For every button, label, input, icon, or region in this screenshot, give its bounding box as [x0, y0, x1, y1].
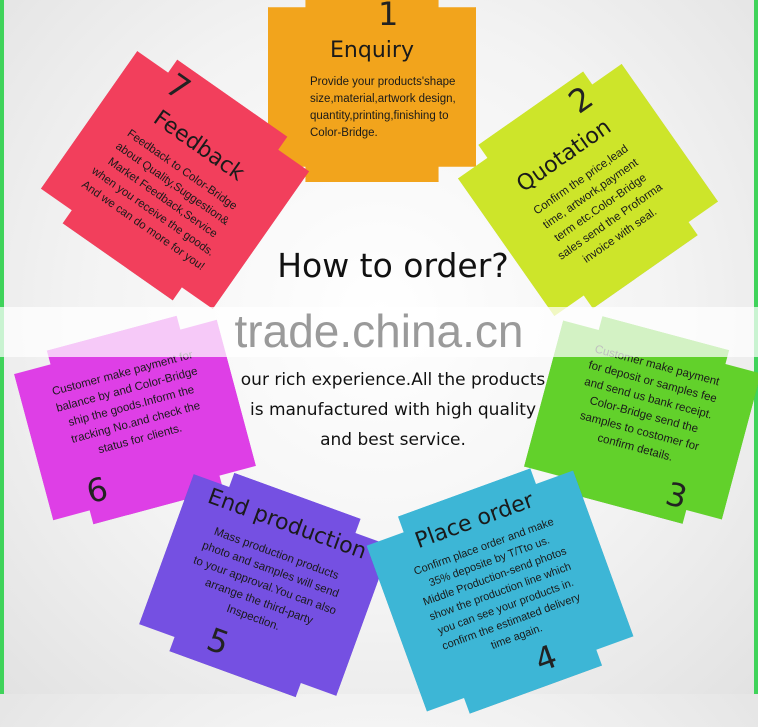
watermark-band	[0, 307, 758, 357]
page-title: How to order?	[277, 246, 509, 285]
watermark: trade.china.cn	[234, 305, 524, 357]
step-title: Enquiry	[330, 38, 414, 63]
step-shape	[268, 0, 476, 182]
step-number: 1	[378, 0, 399, 33]
